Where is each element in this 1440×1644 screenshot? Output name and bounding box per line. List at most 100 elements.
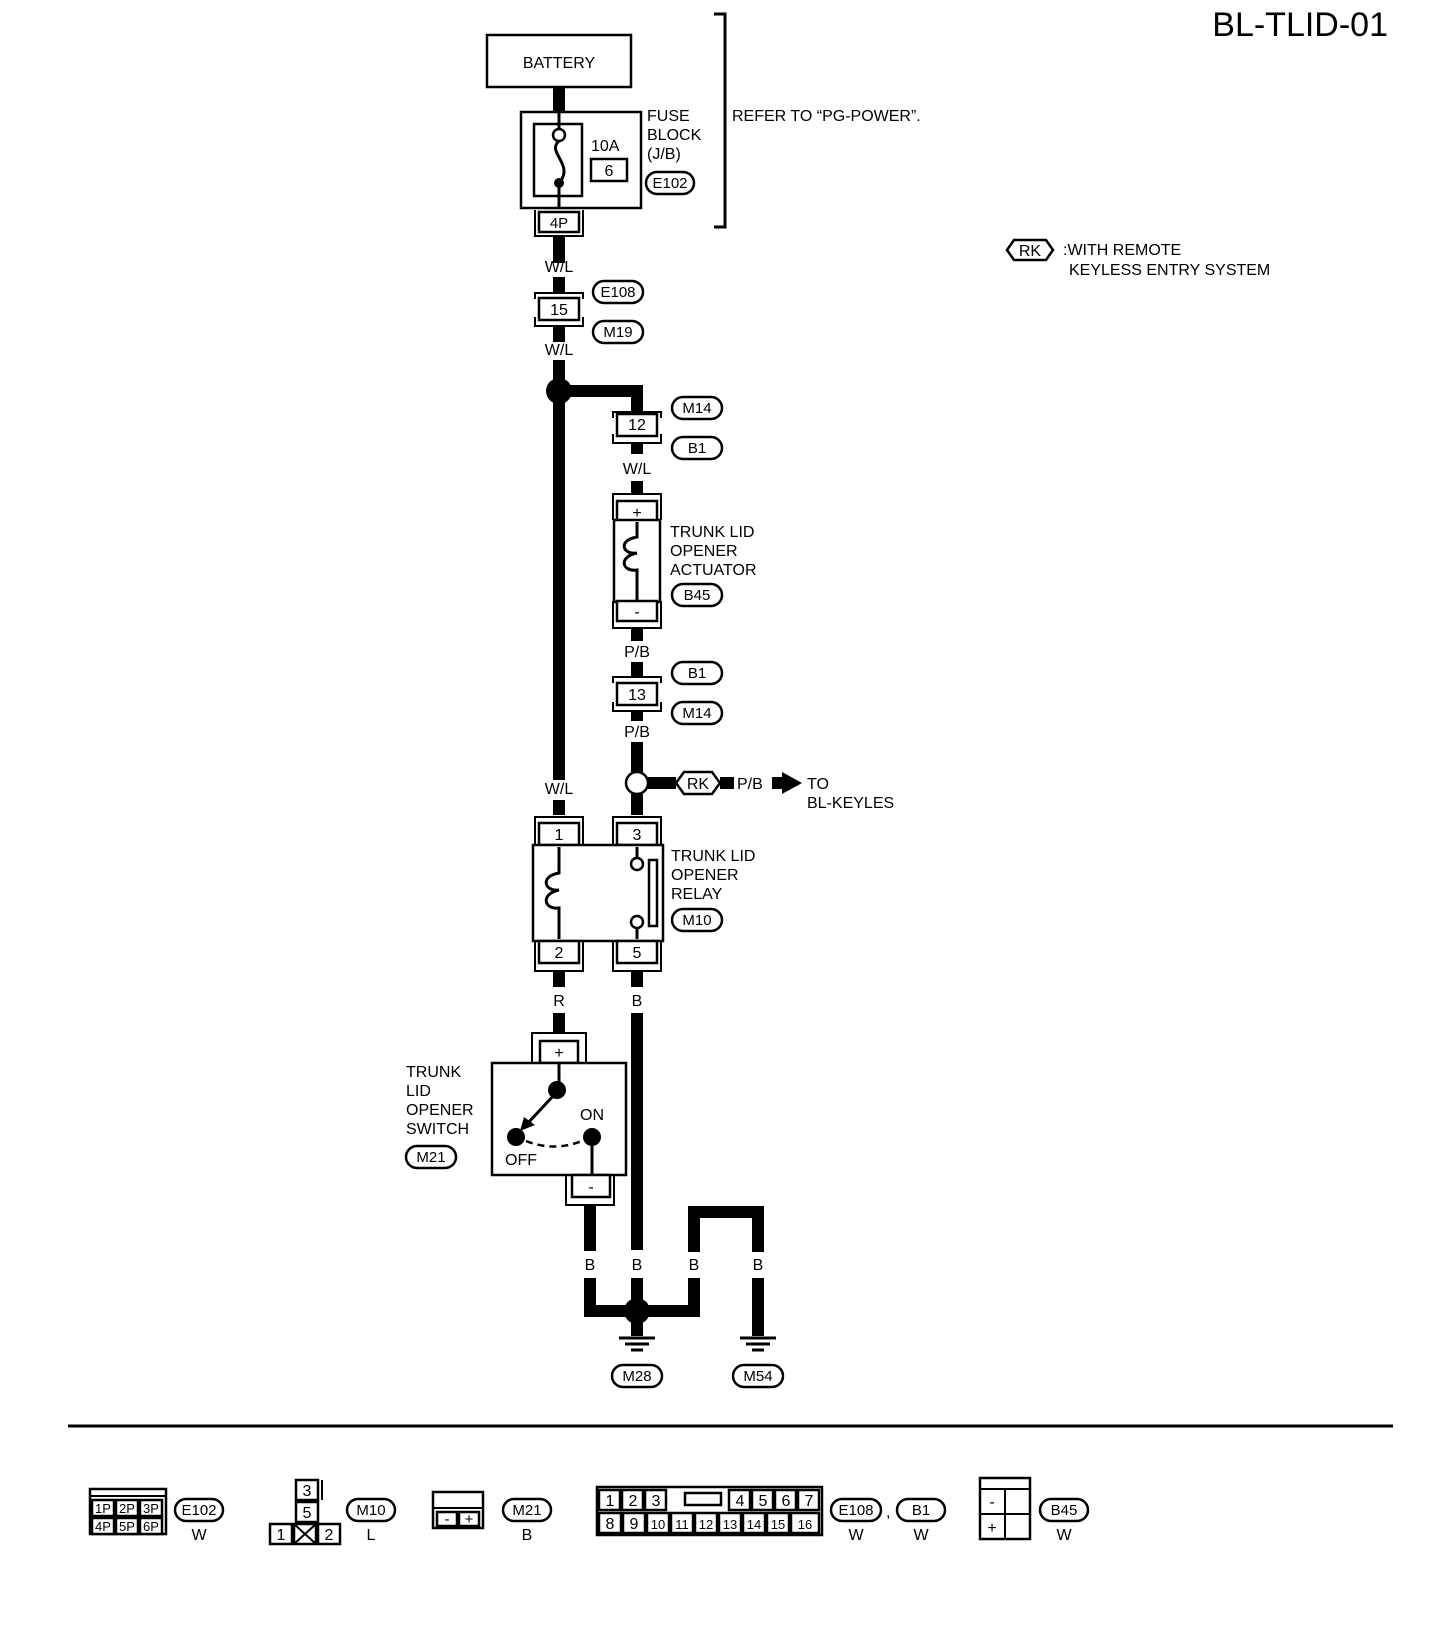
fuse-block-line3: (J/B) — [647, 146, 681, 163]
wire-label-b-5: B — [753, 1257, 764, 1274]
legend-line1: :WITH REMOTE — [1063, 242, 1181, 259]
relay-line1: TRUNK LID — [671, 848, 755, 865]
wire-label-pb-1: P/B — [624, 644, 650, 661]
m10-pin: 3 — [303, 1483, 312, 1500]
e108-separator: , — [886, 1504, 890, 1521]
switch-line3: OPENER — [406, 1102, 474, 1119]
trunk-lid-opener-switch: + ON OFF - TRUNK LID OPENER SWITCH M21 — [404, 1032, 628, 1206]
ground-splice — [624, 1298, 650, 1324]
e108-pin: 5 — [759, 1493, 768, 1510]
m10-color: L — [367, 1527, 376, 1544]
joint-12-conn-b: B1 — [688, 440, 706, 457]
joint-12-pin: 12 — [628, 417, 646, 434]
connector-e102: 1P 2P 3P 4P 5P 6P E102 W — [88, 1487, 225, 1544]
e108-pin: 12 — [699, 1517, 713, 1532]
joint-13-pin: 13 — [628, 687, 646, 704]
b45-label: B45 — [1051, 1502, 1078, 1519]
connector-tag — [644, 170, 696, 196]
relay-contact-icon — [647, 858, 659, 928]
fuse-block-connector: E102 — [652, 175, 687, 192]
e108-pin: 8 — [606, 1516, 615, 1533]
fuse-pin: 4P — [550, 215, 568, 232]
e102-pin: 3P — [143, 1501, 159, 1516]
wire-label-wl-4: W/L — [623, 461, 652, 478]
e102-pin: 2P — [119, 1501, 135, 1516]
m21-color: B — [522, 1527, 533, 1544]
rk-tag: RK — [687, 776, 710, 793]
refer-bracket — [714, 12, 727, 229]
relay-connector: M10 — [682, 912, 711, 929]
b45-pin: + — [987, 1520, 996, 1537]
joint-12-conn-a: M14 — [682, 400, 711, 417]
switch-minus: - — [588, 1179, 593, 1196]
b1-color: W — [913, 1527, 929, 1544]
e108-pin: 14 — [747, 1517, 761, 1532]
wire-label-r: R — [553, 993, 565, 1010]
e108-color: W — [848, 1527, 864, 1544]
m10-pin: 2 — [325, 1527, 334, 1544]
e108-pin: 13 — [723, 1517, 737, 1532]
relay-pin-2: 2 — [555, 945, 564, 962]
battery-label: BATTERY — [523, 55, 596, 72]
fuse-icon — [554, 139, 566, 183]
ground-1-label: M28 — [622, 1368, 651, 1385]
connector-m21: - + M21 B — [431, 1490, 553, 1544]
e108-pin: 16 — [798, 1517, 812, 1532]
e102-pin: 4P — [95, 1519, 111, 1534]
e108-pin: 3 — [652, 1493, 661, 1510]
actuator-connector: B45 — [684, 587, 711, 604]
wire-label-wl-2: W/L — [545, 342, 574, 359]
fuse-block-line2: BLOCK — [647, 127, 702, 144]
wire-label-b-1: B — [632, 993, 643, 1010]
actuator-line3: ACTUATOR — [670, 562, 757, 579]
e108-pin: 9 — [630, 1516, 639, 1533]
e102-pin: 1P — [95, 1501, 111, 1516]
m10-pin: 1 — [277, 1527, 286, 1544]
refer-note: REFER TO “PG-POWER”. — [732, 108, 921, 125]
joint-12: 12 M14 B1 — [612, 395, 724, 461]
arrow-right-icon — [782, 772, 802, 794]
legend: RK :WITH REMOTE KEYLESS ENTRY SYSTEM — [1005, 238, 1270, 279]
fuse-block-line1: FUSE — [647, 108, 690, 125]
rk-branch: RK P/B TO BL-KEYLES — [648, 770, 894, 812]
switch-connector: M21 — [416, 1149, 445, 1166]
switch-off: OFF — [505, 1152, 537, 1169]
e102-label: E102 — [181, 1502, 216, 1519]
rk-to: TO — [807, 776, 829, 793]
b45-color: W — [1056, 1527, 1072, 1544]
relay-line2: OPENER — [671, 867, 739, 884]
relay-pin-1: 1 — [555, 827, 564, 844]
trunk-lid-opener-relay: 1 3 2 5 TRUNK LID OPENER RELAY M10 — [531, 816, 755, 972]
m21-pin: - — [445, 1511, 450, 1528]
joint-13-conn-a: B1 — [688, 665, 706, 682]
fuse-number: 6 — [605, 163, 614, 180]
e108-pin: 7 — [805, 1493, 814, 1510]
switch-line2: LID — [406, 1083, 431, 1100]
rk-wire: P/B — [737, 776, 763, 793]
wire-label-b-2: B — [585, 1257, 596, 1274]
e108-pin: 1 — [606, 1493, 615, 1510]
actuator-minus: - — [634, 604, 639, 621]
battery-box — [485, 33, 633, 89]
fuse-block: 10A 6 FUSE BLOCK (J/B) E102 4P — [519, 87, 702, 237]
actuator-plus: + — [632, 505, 641, 522]
relay-coil-icon — [544, 847, 561, 939]
b1-label: B1 — [912, 1502, 930, 1519]
joint-15-pin: 15 — [550, 302, 568, 319]
e108-pin: 10 — [651, 1517, 665, 1532]
relay-pin-5: 5 — [633, 945, 642, 962]
switch-line4: SWITCH — [406, 1121, 469, 1138]
coil-icon — [622, 522, 639, 600]
e102-pin: 6P — [143, 1519, 159, 1534]
m21-label: M21 — [512, 1502, 541, 1519]
e102-color: W — [191, 1527, 207, 1544]
rk-symbol-icon — [1005, 238, 1055, 262]
connector-m10: 3 5 1 2 M10 L — [268, 1478, 397, 1546]
relay-line3: RELAY — [671, 886, 723, 903]
connector-e108-b1: 1 2 3 4 5 6 7 8 9 10 11 12 13 14 15 16 E… — [595, 1485, 947, 1544]
joint-15-conn-b: M19 — [603, 324, 632, 341]
relay-pin-3: 3 — [633, 827, 642, 844]
e108-pin: 2 — [629, 1493, 638, 1510]
actuator-line1: TRUNK LID — [670, 524, 754, 541]
